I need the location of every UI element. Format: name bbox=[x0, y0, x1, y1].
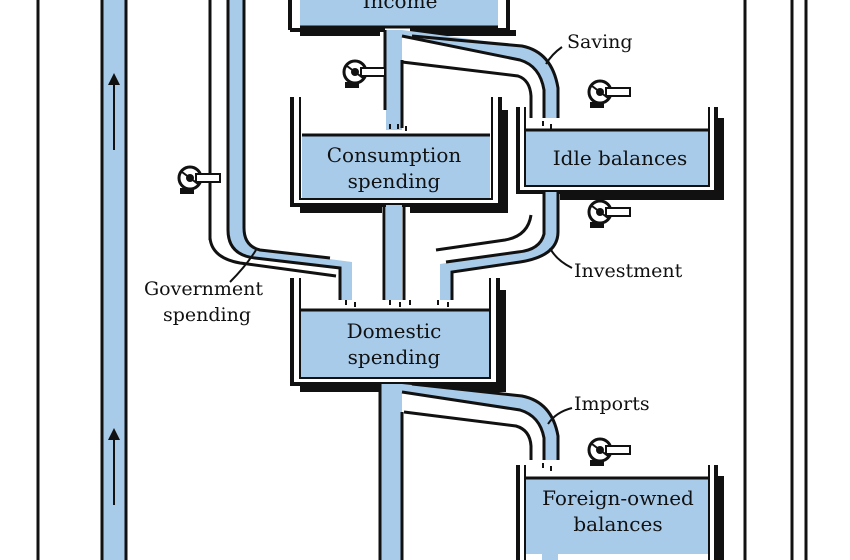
flow-arrow-icon bbox=[108, 73, 120, 150]
outer-frame bbox=[36, 0, 808, 560]
flow-arrow-icon bbox=[108, 428, 120, 505]
domestic-label-line1: Domestic bbox=[347, 319, 442, 343]
leader-lines bbox=[229, 46, 573, 425]
government-pipe bbox=[208, 0, 352, 300]
valve-icon[interactable] bbox=[587, 79, 632, 110]
government-label-line2: spending bbox=[163, 304, 251, 326]
imports-label: Imports bbox=[574, 393, 650, 415]
domestic-spending-tank: Domestic spending bbox=[290, 278, 506, 392]
saving-label: Saving bbox=[567, 31, 633, 53]
valve-icon[interactable] bbox=[177, 165, 222, 196]
idle-balances-tank: Idle balances bbox=[516, 107, 724, 200]
government-label-line1: Government bbox=[144, 278, 263, 300]
valve-icon[interactable] bbox=[587, 437, 632, 468]
valve-icon[interactable] bbox=[587, 199, 632, 230]
foreign-label-line2: balances bbox=[573, 512, 662, 536]
investment-pipe bbox=[435, 192, 560, 300]
valve-icon[interactable] bbox=[342, 59, 387, 90]
consumption-label-line2: spending bbox=[348, 169, 441, 193]
domestic-label-line2: spending bbox=[348, 345, 441, 369]
income-outflow-pipe bbox=[383, 30, 404, 130]
income-label: Income bbox=[363, 0, 438, 13]
foreign-label-line1: Foreign-owned bbox=[542, 486, 694, 510]
saving-pipe bbox=[401, 30, 560, 118]
consumption-label-line1: Consumption bbox=[327, 143, 462, 167]
domestic-outflow-pipe bbox=[378, 384, 404, 560]
imports-pipe bbox=[401, 382, 560, 460]
consumption-tank: Consumption spending bbox=[290, 97, 508, 213]
investment-label: Investment bbox=[574, 260, 683, 282]
income-tank: Income bbox=[288, 0, 516, 36]
foreign-balances-tank: Foreign-owned balances bbox=[516, 465, 724, 560]
drip-marks bbox=[345, 121, 552, 471]
consumption-outflow-pipe bbox=[382, 205, 406, 300]
idle-balances-label: Idle balances bbox=[553, 146, 688, 170]
